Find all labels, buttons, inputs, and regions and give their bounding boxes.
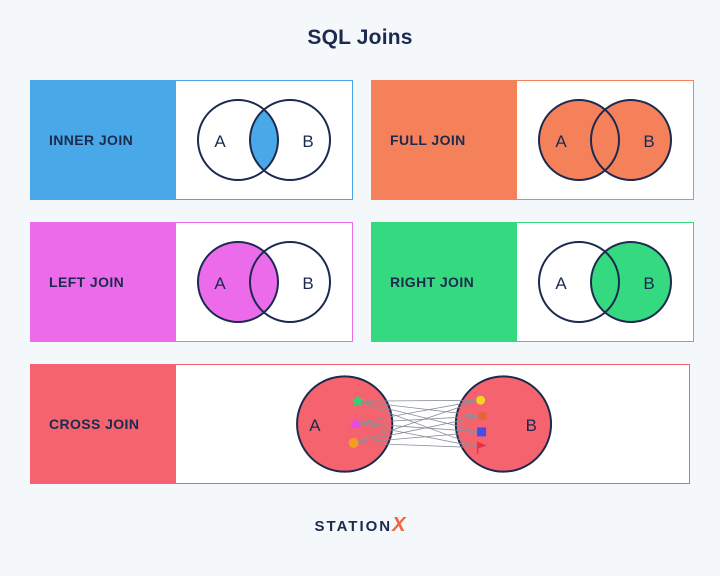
card-inner-join: INNER JOIN A B (30, 80, 353, 200)
join-cards-grid: INNER JOIN A B FULL JOIN (30, 80, 694, 342)
right-join-venn: A B (517, 223, 693, 341)
cross-product-lines (353, 399, 483, 449)
venn-right-circle (591, 100, 671, 180)
page-title: SQL Joins (307, 26, 413, 49)
venn-intersection (250, 100, 278, 180)
left-join-venn: A B (176, 223, 352, 341)
marker-square-icon (477, 427, 487, 437)
inner-join-venn: A B (176, 81, 352, 199)
brand-logo-text: STATION (314, 518, 393, 535)
venn-right-circle (591, 242, 671, 322)
card-left-join-label: LEFT JOIN (31, 223, 176, 341)
marker-circle-orange-icon (348, 437, 359, 448)
full-join-venn-icon: A B (538, 99, 672, 181)
brand-logo-x-icon: X (392, 514, 406, 536)
venn-right-label: B (302, 274, 313, 293)
venn-left-label: A (214, 274, 226, 293)
inner-join-venn-icon: A B (197, 99, 331, 181)
marker-flag-icon (476, 441, 487, 454)
card-cross-join-label: CROSS JOIN (31, 365, 176, 483)
cross-left-label: A (309, 416, 321, 435)
cross-right-label: B (526, 416, 537, 435)
left-join-venn-icon: A B (197, 241, 331, 323)
venn-right-label: B (643, 132, 654, 151)
venn-left-label: A (555, 274, 567, 293)
cross-left-circle (296, 375, 394, 473)
card-right-join: RIGHT JOIN A B (371, 222, 694, 342)
venn-right-label: B (302, 132, 313, 151)
marker-circle-red-icon (478, 411, 488, 421)
card-right-join-label: RIGHT JOIN (372, 223, 517, 341)
cross-join-icon: A B (296, 375, 553, 473)
card-left-join: LEFT JOIN A B (30, 222, 353, 342)
marker-triangle-icon (349, 417, 362, 428)
footer: STATIONX (30, 514, 690, 537)
venn-left-circle (198, 242, 278, 322)
marker-star-icon (350, 394, 365, 407)
card-full-join-label: FULL JOIN (372, 81, 517, 199)
card-cross-join: CROSS JOIN (30, 364, 690, 484)
cross-join-diagram: A B (176, 365, 689, 483)
right-join-venn-icon: A B (538, 241, 672, 323)
full-join-venn: A B (517, 81, 693, 199)
card-inner-join-label: INNER JOIN (31, 81, 176, 199)
venn-left-label: A (214, 132, 226, 151)
marker-circle-yellow-icon (476, 395, 486, 405)
card-full-join: FULL JOIN A B (371, 80, 694, 200)
venn-right-label: B (643, 274, 654, 293)
venn-left-label: A (555, 132, 567, 151)
